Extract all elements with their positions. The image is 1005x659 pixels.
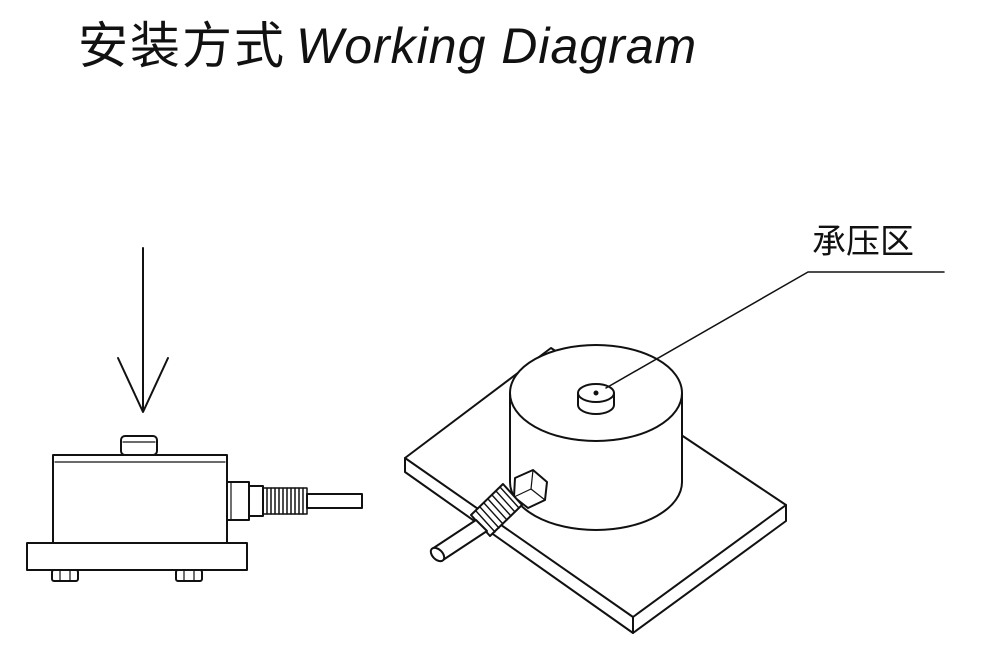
pressure-zone-label: 承压区	[812, 222, 914, 262]
callout-leader	[605, 271, 945, 389]
title-english: Working Diagram	[296, 18, 698, 74]
isometric-sensor	[404, 344, 787, 634]
title-chinese: 安装方式	[78, 17, 286, 75]
side-view-sensor	[26, 435, 363, 582]
load-arrow-icon	[117, 247, 169, 413]
